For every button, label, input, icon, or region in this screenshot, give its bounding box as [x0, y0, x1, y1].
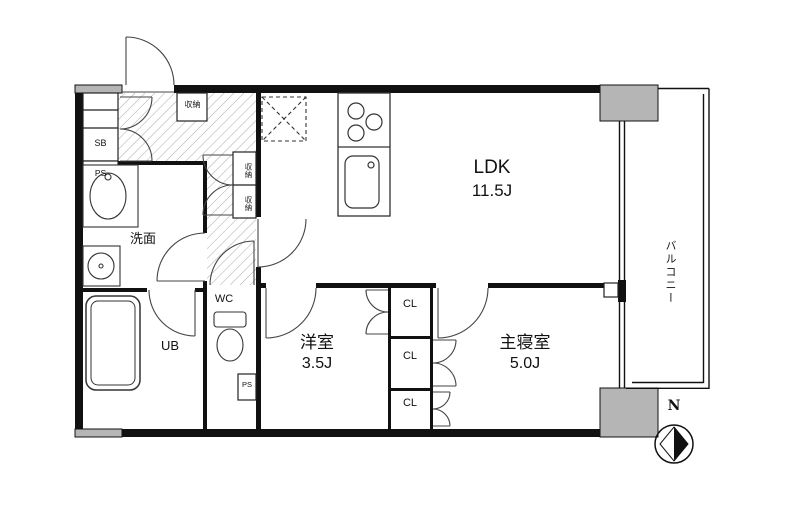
meter-box [603, 282, 619, 298]
washing-machine [82, 245, 121, 287]
windows [618, 121, 626, 388]
closet3-label: CL [402, 397, 418, 409]
unit-bath-label: UB [160, 338, 180, 353]
closet3-door-arcs [432, 391, 451, 427]
washroom-label: 洗面 [129, 231, 156, 246]
master-bedroom-label: 主寝室 [499, 333, 551, 352]
storage-top-label: 収納 [184, 100, 201, 109]
balcony-outline [626, 87, 710, 389]
refrigerator-space [261, 96, 307, 142]
pipe-space-label: PS [94, 168, 107, 178]
closet1-door-arcs [365, 289, 389, 335]
shoe-box-label: SB [94, 138, 107, 148]
hallway-floor-hatch [118, 93, 256, 285]
storage-mid-label-1: 収納 [244, 162, 253, 178]
compass-north-label: N [667, 398, 681, 414]
walls [75, 85, 626, 437]
master-bedroom-size-label: 5.0J [509, 355, 541, 372]
western-room-label: 洋室 [300, 333, 334, 352]
bath-door-arc [148, 289, 196, 337]
ldk-size-label: 11.5J [471, 181, 513, 200]
kitchen [261, 92, 391, 217]
wc-door-arc [209, 240, 255, 286]
vanity-basin [82, 164, 139, 228]
pipe-space-label-2: PS [241, 380, 252, 389]
wc-label: WC [214, 293, 234, 305]
kitchen-sink [344, 155, 380, 209]
balcony-label: バルコニー [664, 239, 676, 305]
ldk-label: LDK [473, 157, 511, 178]
closet1-label: CL [402, 298, 418, 310]
master-bedroom-door-arc [437, 287, 489, 339]
door-swings [119, 36, 489, 427]
shoe-box-cabinet [82, 92, 119, 162]
washroom-door-arc [156, 232, 206, 282]
compass-rose [654, 424, 694, 464]
ldk-door-arc [257, 218, 307, 268]
storage-mid-label-2: 収納 [244, 195, 253, 211]
closet2-door-arcs [432, 339, 457, 387]
shoe-box-door-arcs [119, 96, 153, 162]
closet2-label: CL [402, 350, 418, 362]
western-room-size-label: 3.5J [301, 355, 333, 372]
bathtub [85, 295, 141, 391]
entrance-door-arc [125, 36, 175, 86]
western-room-door-arc [265, 287, 317, 339]
stove-burners [347, 102, 383, 142]
toilet [213, 311, 247, 362]
pipe-space-box-2 [237, 373, 257, 401]
storage-mid-door-arcs [202, 154, 234, 216]
storage-cabinet-top [176, 92, 208, 122]
